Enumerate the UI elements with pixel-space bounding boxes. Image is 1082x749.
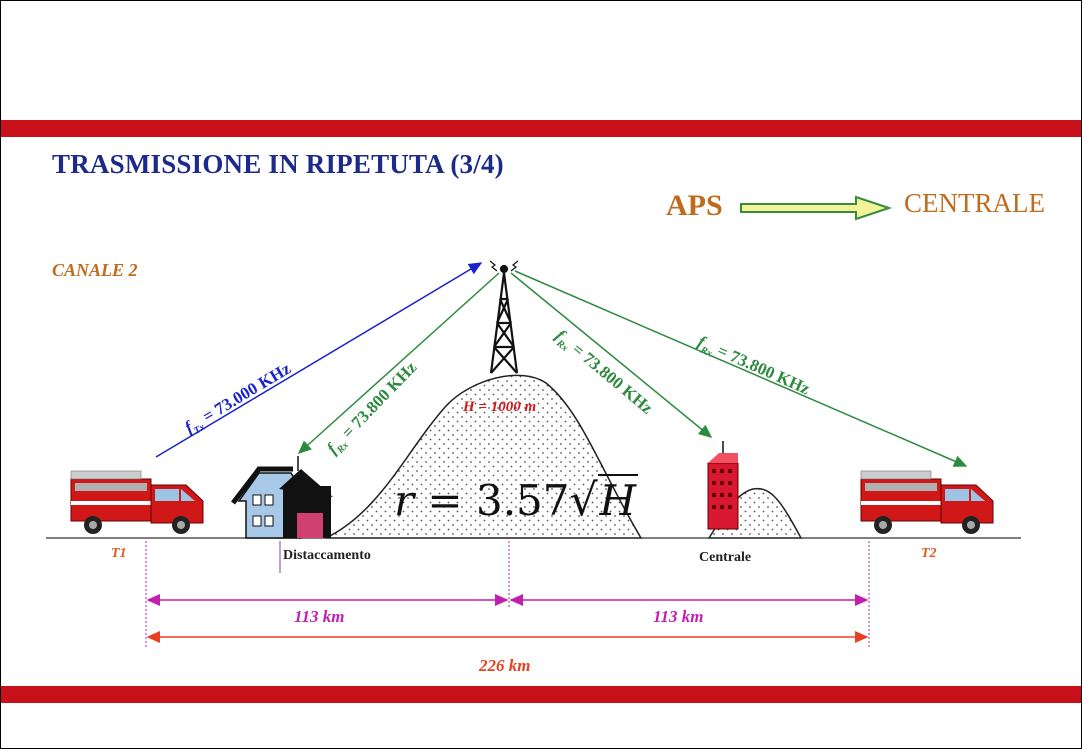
main-mountain [325,374,643,539]
radio-tower-icon [489,260,519,374]
centrale-label: CENTRALE [904,188,1045,218]
distaccamento-label: Distaccamento [283,548,371,563]
rx-link-right [514,270,968,467]
terminal-1-label: T1 [111,546,127,561]
house-icon [231,456,333,539]
right-arrow-icon [740,195,893,221]
fire-truck-icon [860,470,994,534]
bottom-red-band [1,686,1081,703]
fire-truck-icon [70,470,204,534]
channel-label: CANALE 2 [52,260,138,280]
centrale-site-label: Centrale [699,550,752,565]
distance-left-label: 113 km [294,607,345,626]
slide-title: TRASMISSIONE IN RIPETUTA (3/4) [52,149,504,179]
distance-right-label: 113 km [653,607,704,626]
terminal-2-label: T2 [921,546,937,561]
rx-link-mid [510,272,713,438]
range-formula: r = 3.57√H [394,474,639,526]
tx-link [155,262,483,458]
office-building-icon [707,441,739,530]
aps-label: APS [666,189,723,222]
distance-total-label: 226 km [479,656,531,675]
top-red-band [1,120,1081,137]
mountain-height-label: H = 1000 m [463,399,537,415]
rx-link-left [297,272,500,455]
